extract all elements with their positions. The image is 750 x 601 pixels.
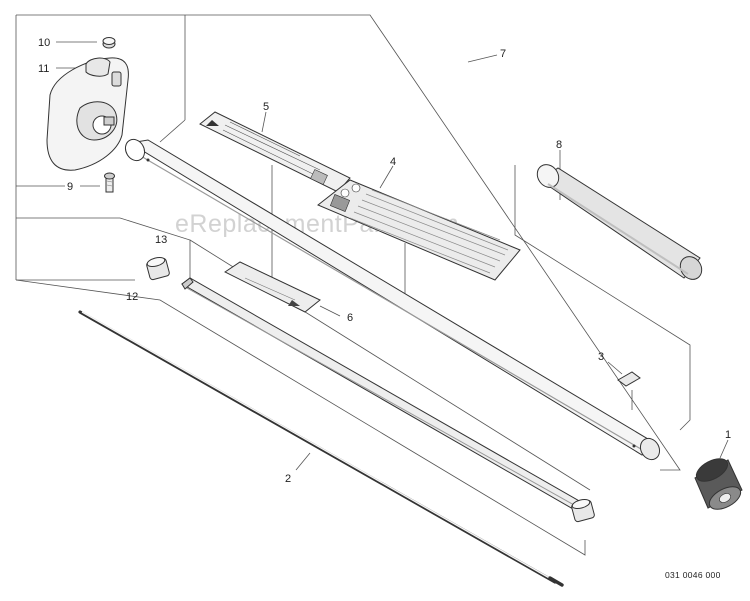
- part-bushing-lower: [571, 498, 595, 523]
- part-nut: [102, 37, 116, 49]
- callout-3: 3: [598, 351, 604, 363]
- part-drive-shaft: [78, 310, 564, 587]
- callout-7: 7: [500, 48, 506, 60]
- part-main-tube: [124, 138, 661, 461]
- callout-9: 9: [67, 181, 73, 193]
- callout-13: 13: [155, 234, 167, 246]
- document-number: 031 0046 000: [665, 570, 721, 580]
- callout-8: 8: [556, 139, 562, 151]
- callout-5: 5: [263, 101, 269, 113]
- callout-labels: 1 2 3 4 5 6 7 8 9 10 11 12 13: [38, 37, 731, 485]
- part-bushing-upper: [146, 256, 170, 281]
- callout-1: 1: [725, 429, 731, 441]
- callout-4: 4: [390, 156, 396, 168]
- callout-11: 11: [38, 63, 49, 75]
- part-key: [617, 371, 641, 387]
- callout-10: 10: [38, 37, 50, 49]
- callout-12: 12: [126, 291, 138, 303]
- callout-6: 6: [347, 312, 353, 324]
- part-instruction-label: [317, 179, 521, 281]
- part-bolt: [104, 172, 115, 193]
- part-warning-label: [199, 111, 351, 193]
- part-liner: [181, 277, 589, 514]
- part-bracket-housing: [46, 57, 129, 171]
- part-grip: [536, 164, 703, 280]
- callout-2: 2: [285, 473, 291, 485]
- part-small-decal: [224, 261, 321, 313]
- part-coupler: [694, 458, 743, 510]
